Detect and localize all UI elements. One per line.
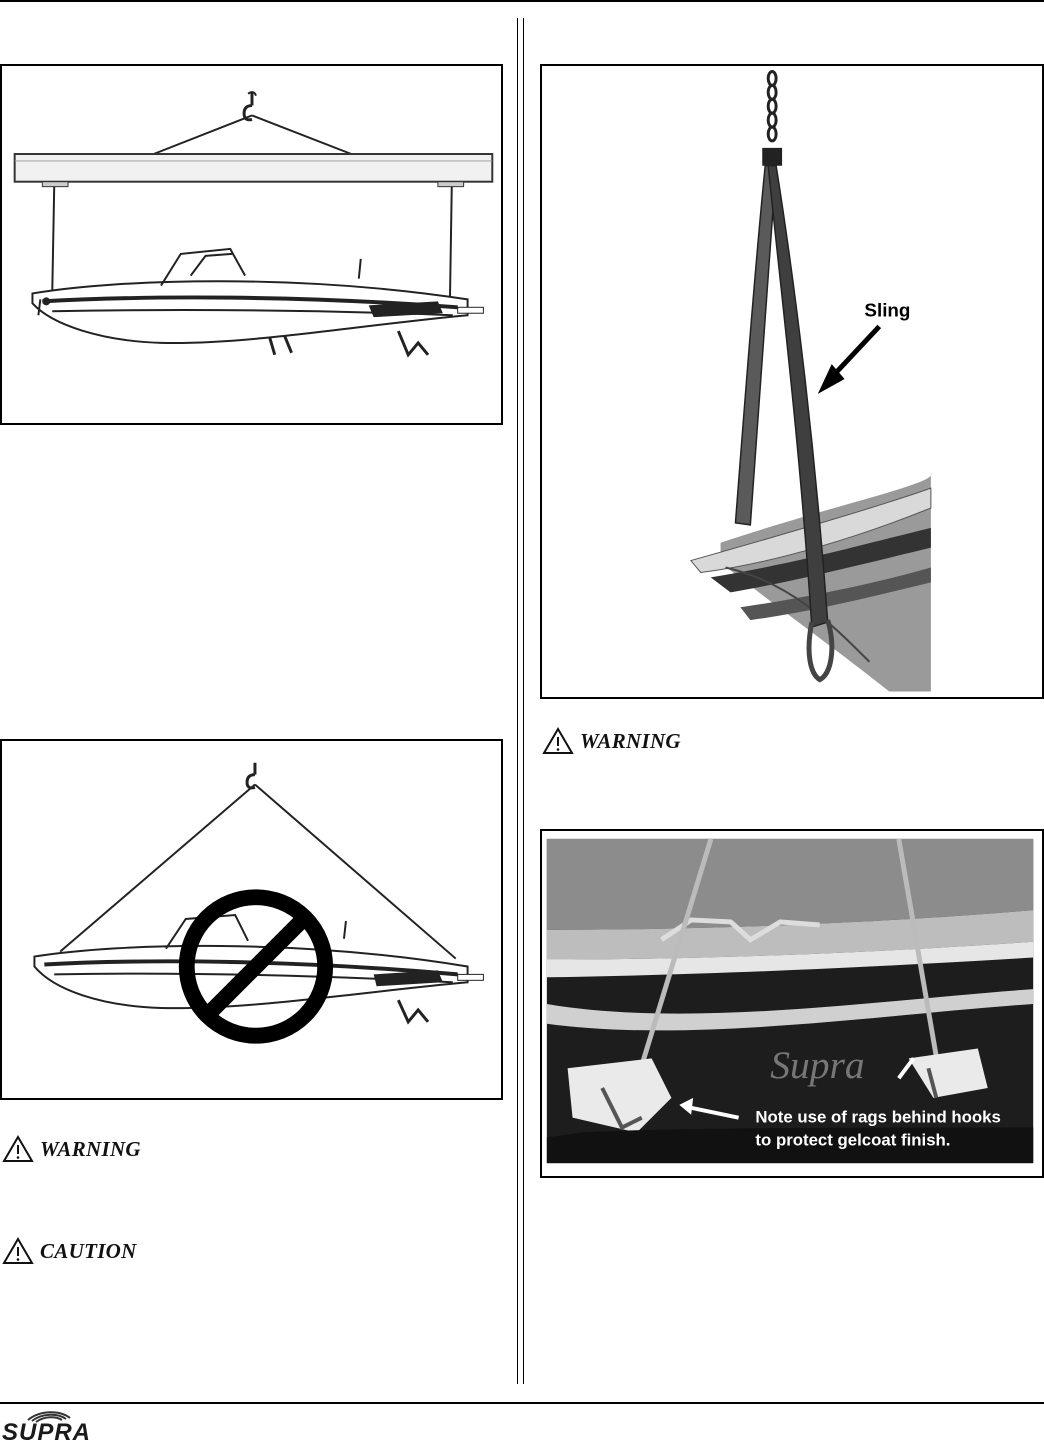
supra-logo-icon: SUPRA [2,1411,91,1446]
sling-label: Sling [864,300,910,321]
warning-triangle-icon [2,1237,34,1264]
warning-triangle-icon [2,1135,34,1162]
bottom-rule [0,1402,1044,1404]
warning-triangle-icon [542,727,574,754]
arrow-icon [679,1097,694,1115]
prohibition-icon [178,889,334,1044]
crane-hook-icon [242,91,254,122]
warning-notice-right: WARNING [542,727,681,755]
incorrect-lift-illustration [33,762,484,1044]
figure-hooks-photo: Supra Note use of rags behind hooks to p… [540,829,1044,1178]
spreader-bar [13,153,494,183]
chain-icon [766,69,778,143]
hooks-note-line1: Note use of rags behind hooks [755,1108,1000,1127]
caution-heading-left: CAUTION [40,1238,137,1263]
column-divider-right [523,18,524,1384]
warning-heading-left: WARNING [40,1136,141,1161]
hooks-note-line2: to protect gelcoat finish. [755,1130,950,1149]
svg-text:Supra: Supra [770,1043,864,1087]
caution-notice-left: CAUTION [2,1237,137,1265]
figure-sling-photo: Sling [540,64,1044,699]
crane-hook-icon [245,762,257,790]
arrow-icon [817,364,845,394]
warning-notice-left: WARNING [2,1135,141,1163]
column-divider-left [517,18,518,1384]
supra-logo-text: SUPRA [2,1419,91,1442]
warning-heading-right: WARNING [580,728,681,753]
spreader-bar-illustration [13,91,494,358]
top-rule [0,0,1044,2]
figure-spreader-bar-lift [0,64,503,425]
supra-logo: SUPRA [0,1408,120,1446]
hooks-photo-illustration: Supra Note use of rags behind hooks to p… [546,838,1034,1164]
figure-incorrect-lift [0,739,503,1100]
boat-illustration [31,247,484,358]
sling-photo-illustration: Sling [542,66,1042,697]
sling-arrow [832,324,882,376]
